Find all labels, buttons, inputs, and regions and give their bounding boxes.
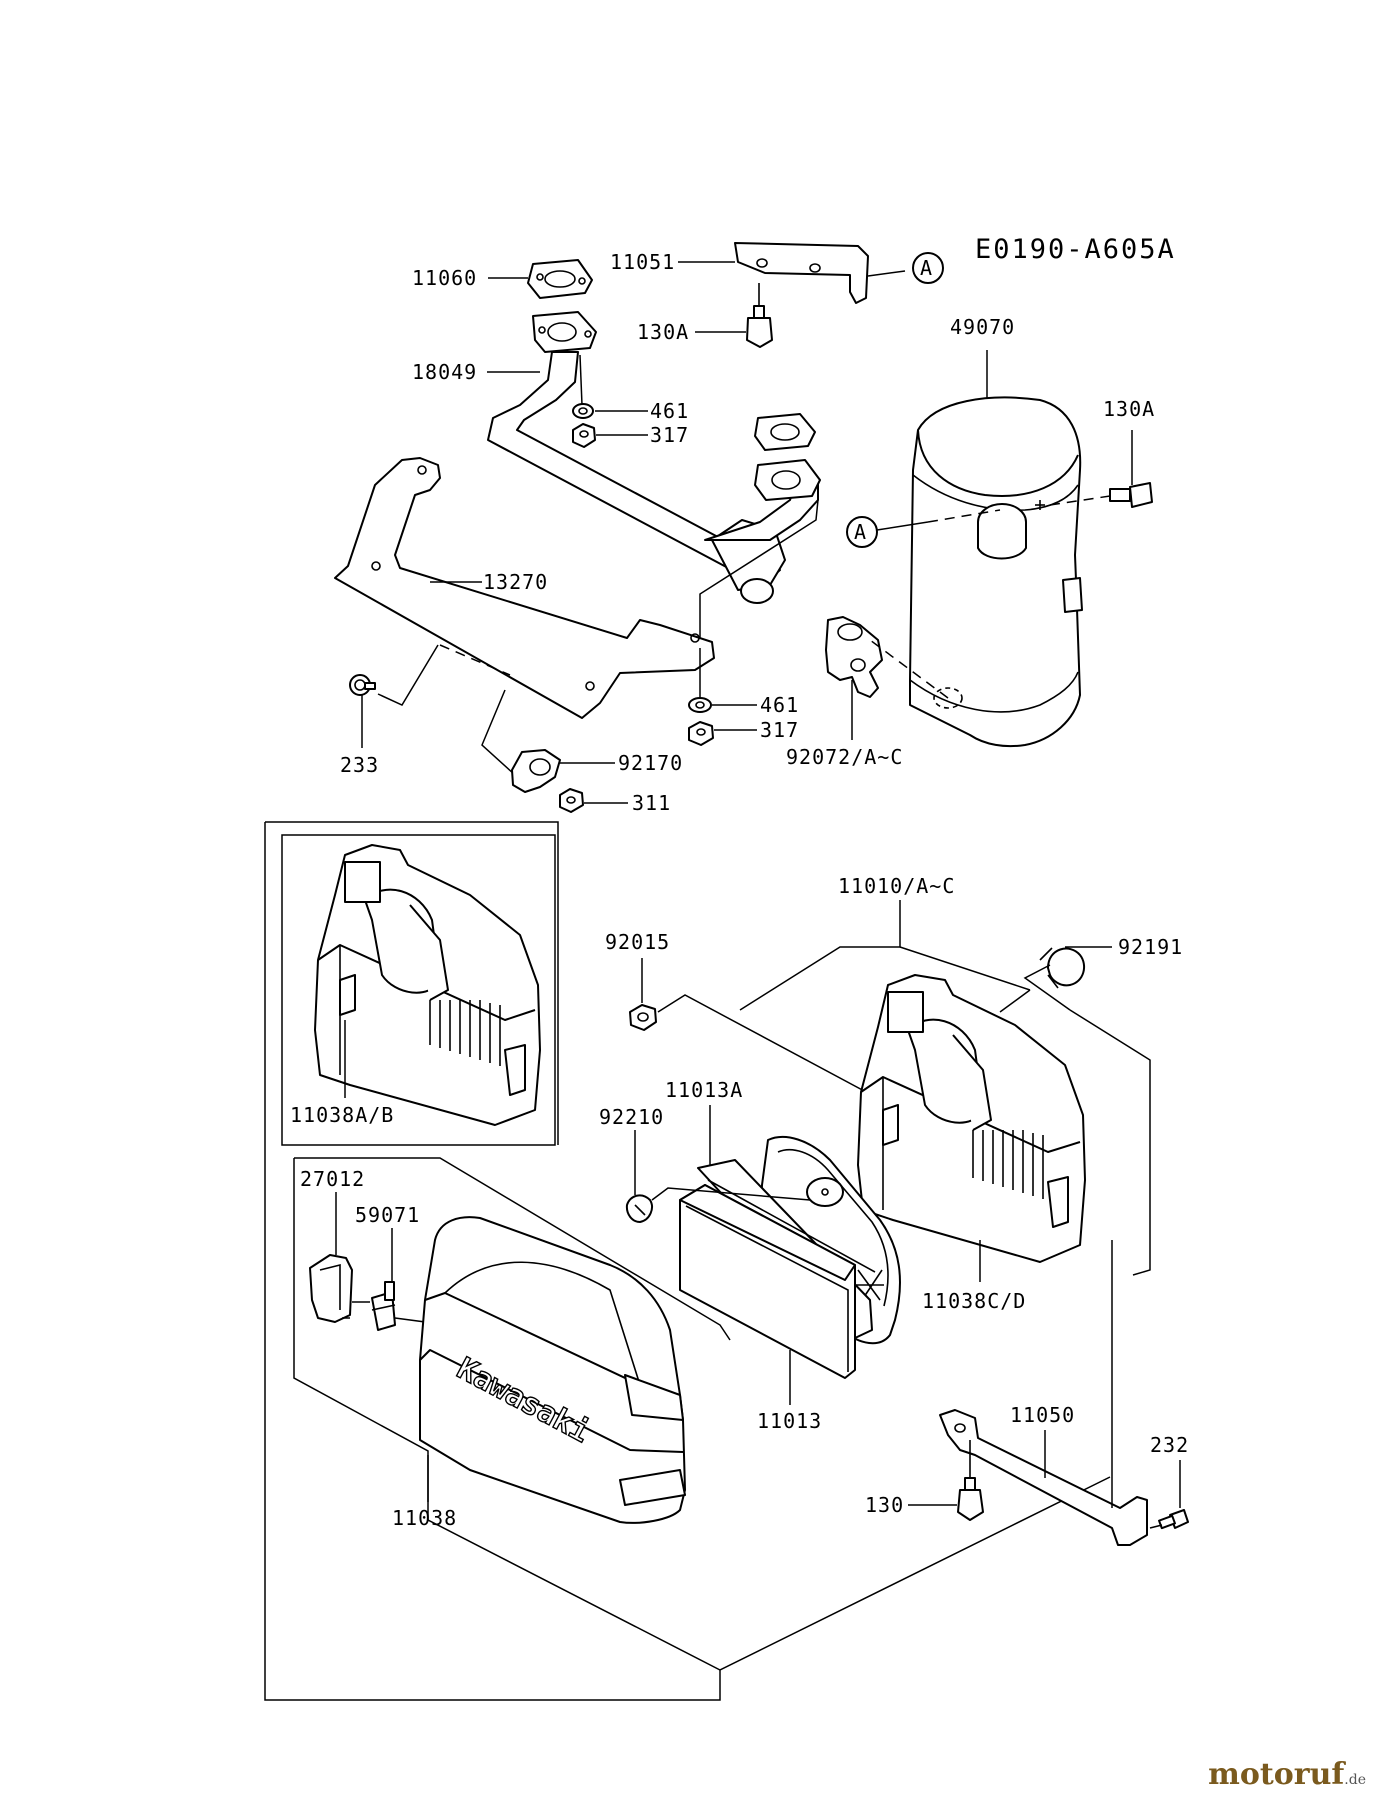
label-461-middle: 461	[760, 693, 799, 717]
leader-callout-a-middle	[876, 521, 929, 531]
watermark-name: motoruf	[1208, 1757, 1345, 1792]
label-27012: 27012	[300, 1167, 365, 1191]
frame-11010-mid	[999, 989, 1031, 1013]
heat-shield-13270	[334, 457, 715, 719]
label-11013: 11013	[757, 1409, 822, 1433]
label-11050: 11050	[1010, 1403, 1075, 1427]
label-11038cd: 11038C/D	[922, 1289, 1026, 1313]
dashed-233	[439, 644, 511, 676]
label-11051: 11051	[610, 250, 675, 274]
bolt-130	[957, 1440, 984, 1521]
callout-a-top	[912, 252, 944, 284]
clip-92210	[625, 1194, 653, 1223]
washer-461-middle	[688, 697, 712, 713]
frame-11010-far-right	[1069, 1009, 1151, 1276]
air-filter-base-11038ab	[314, 844, 541, 1126]
gasket-11060	[527, 259, 593, 299]
frame-left-bottom	[264, 822, 1111, 1701]
label-461-top: 461	[650, 399, 689, 423]
air-filter-base-11038cd	[857, 974, 1086, 1263]
label-130: 130	[865, 1493, 904, 1517]
bolt-130a-top	[746, 283, 773, 348]
frame-11038ab	[281, 834, 556, 1146]
air-filter-cover-11038: Kawasaki	[419, 1216, 686, 1524]
frame-11010-left	[739, 900, 901, 1011]
label-92015: 92015	[605, 930, 670, 954]
label-130a-right: 130A	[1103, 397, 1155, 421]
bolt-233	[349, 674, 376, 696]
watermark: motoruf.de	[1208, 1757, 1366, 1792]
label-11038ab: 11038A/B	[290, 1103, 394, 1127]
label-92072: 92072/A~C	[786, 745, 903, 769]
pin-59071	[371, 1281, 396, 1331]
label-311: 311	[632, 791, 671, 815]
diagram-code: E0190-A605A	[975, 234, 1176, 265]
nut-317-middle	[688, 721, 714, 746]
label-59071: 59071	[355, 1203, 420, 1227]
label-92191: 92191	[1118, 935, 1183, 959]
callout-a-top-text: A	[920, 256, 933, 280]
frame-top-left	[265, 821, 559, 1145]
bracket-11050	[939, 1409, 1148, 1546]
dashed-callout-a-middle	[927, 509, 1001, 523]
leader-92191-guide	[1023, 964, 1071, 1011]
latch-27012	[309, 1254, 353, 1323]
label-233: 233	[340, 753, 379, 777]
label-11038: 11038	[392, 1506, 457, 1530]
gasket-right	[754, 413, 816, 451]
bracket-11051	[734, 242, 869, 304]
label-232: 232	[1150, 1433, 1189, 1457]
muffler-49070	[909, 396, 1083, 748]
leader-callout-a-top	[867, 270, 906, 277]
label-11060: 11060	[412, 266, 477, 290]
label-92170: 92170	[618, 751, 683, 775]
bolt-232	[1158, 1509, 1189, 1530]
label-130a-top: 130A	[637, 320, 689, 344]
nut-317-top	[572, 423, 596, 448]
leader-92210-guide	[651, 1187, 811, 1201]
frame-11038-top	[294, 1157, 731, 1341]
nut-311	[559, 788, 584, 813]
callout-a-middle	[846, 516, 878, 548]
leader-233-guide	[377, 644, 439, 706]
clamp-92072	[825, 616, 883, 698]
leader-flange-right	[699, 499, 819, 638]
flange-right	[754, 459, 821, 501]
label-317-middle: 317	[760, 718, 799, 742]
pre-cleaner-11013a	[760, 1135, 901, 1345]
clip-92191	[1039, 947, 1086, 989]
label-18049: 18049	[412, 360, 477, 384]
leader-232-guide	[1149, 1524, 1163, 1529]
label-317-top: 317	[650, 423, 689, 447]
leader-clamp-guide	[481, 689, 516, 776]
leader-stud-top	[579, 354, 583, 406]
label-49070: 49070	[950, 315, 1015, 339]
label-92210: 92210	[599, 1105, 664, 1129]
clamp-92170	[511, 749, 561, 793]
label-11010: 11010/A~C	[838, 874, 955, 898]
watermark-suffix: .de	[1344, 1772, 1366, 1788]
nut-92015	[629, 1004, 657, 1031]
label-13270: 13270	[483, 570, 548, 594]
latch-guide	[342, 1301, 370, 1319]
frame-11010-right	[899, 946, 1031, 991]
callout-a-middle-text: A	[854, 520, 867, 544]
washer-461-top	[572, 403, 594, 419]
exhaust-pipe-18049	[487, 311, 819, 604]
label-11013a: 11013A	[665, 1078, 743, 1102]
frame-11038-side	[293, 1158, 721, 1671]
bolt-130a-right	[1109, 482, 1153, 508]
air-element-11013	[679, 1159, 876, 1379]
